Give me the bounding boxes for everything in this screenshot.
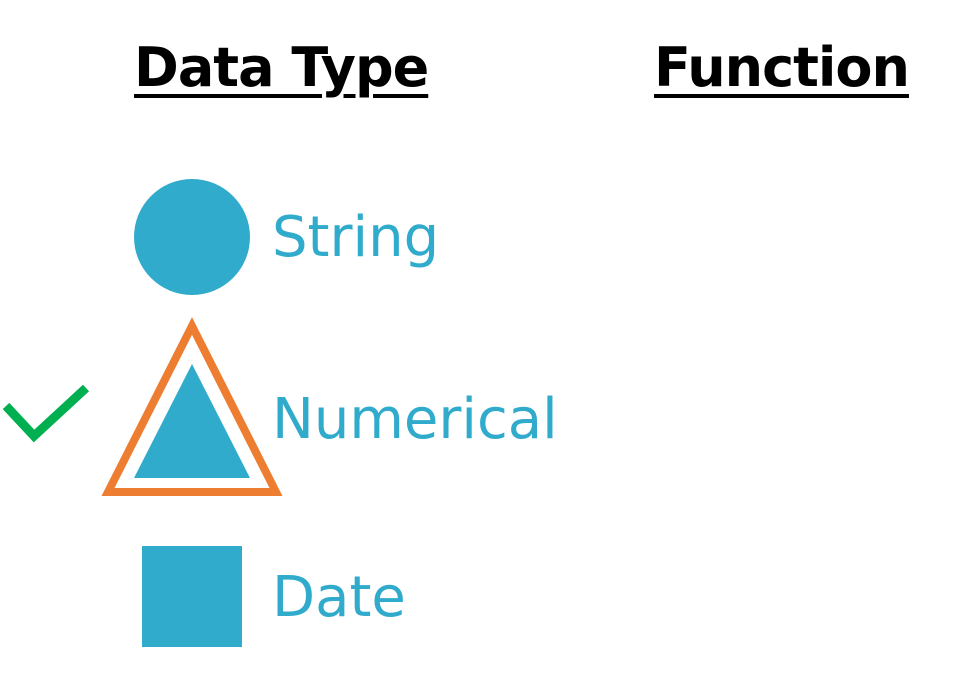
string-label: String <box>272 205 440 270</box>
square-icon <box>142 546 242 647</box>
check-mark-icon <box>2 384 90 443</box>
selection-outline <box>101 317 283 496</box>
circle-icon <box>134 179 250 295</box>
data-type-heading: Data Type <box>134 36 429 99</box>
numerical-label: Numerical <box>272 387 558 452</box>
function-heading: Function <box>654 36 910 99</box>
triangle-icon <box>134 364 250 478</box>
date-label: Date <box>272 565 406 630</box>
